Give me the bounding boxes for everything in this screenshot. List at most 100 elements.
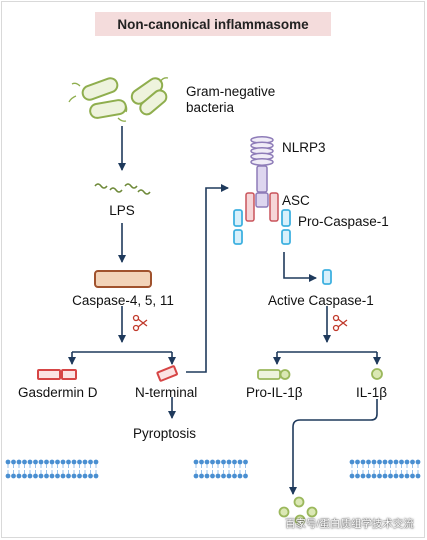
lipid-head — [215, 473, 221, 479]
lipid-head — [193, 459, 199, 465]
lipid-head — [44, 459, 49, 465]
lipid-head — [399, 459, 404, 465]
lipid-head — [204, 459, 210, 465]
lipid-head — [410, 459, 415, 465]
label-asc: ASC — [282, 193, 310, 208]
lipid-head — [243, 473, 248, 479]
lipid-head — [371, 459, 377, 465]
lipid-head — [60, 459, 66, 465]
il-1b-icon — [371, 368, 383, 380]
lipid-head — [366, 473, 371, 479]
lipid-head — [88, 459, 93, 465]
lipid-head — [226, 459, 232, 465]
label-lps: LPS — [109, 203, 135, 218]
lipid-head — [22, 459, 27, 465]
lipid-head — [60, 473, 66, 479]
lipid-head — [388, 459, 393, 465]
asc-center — [255, 192, 269, 208]
lipid-head — [55, 459, 60, 465]
lipid-head — [232, 459, 237, 465]
nlrp3-icon — [250, 136, 274, 166]
lipid-head — [382, 459, 388, 465]
lipid-head — [221, 473, 226, 479]
lipid-head — [66, 473, 71, 479]
cell-membrane — [5, 459, 421, 479]
label-pro-caspase-1: Pro-Caspase-1 — [298, 214, 389, 229]
lipid-head — [49, 473, 55, 479]
lipid-head — [11, 459, 16, 465]
lipid-head — [237, 459, 243, 465]
lipid-head — [71, 459, 77, 465]
lipid-head — [393, 459, 399, 465]
lipid-head — [204, 473, 210, 479]
secreted-il-1b-icon — [278, 496, 318, 526]
lipid-head — [415, 473, 421, 479]
lipid-head — [404, 473, 410, 479]
lipid-head — [11, 473, 16, 479]
lipid-head — [355, 459, 360, 465]
lipid-head — [349, 459, 355, 465]
lipid-head — [243, 459, 248, 465]
lipid-head — [77, 473, 82, 479]
lipid-head — [38, 459, 44, 465]
lipid-head — [388, 473, 393, 479]
label-gram-negative-bacteria: Gram-negative bacteria — [186, 84, 276, 115]
gasdermin-d-icon — [37, 369, 77, 380]
pro-il-1b-icon — [257, 369, 291, 380]
lipid-head — [415, 459, 421, 465]
asc-icon — [245, 192, 279, 222]
lipid-head — [215, 459, 221, 465]
lipid-head — [377, 473, 382, 479]
nlrp3-stem — [256, 165, 268, 193]
lipid-head — [5, 459, 11, 465]
watermark: 百家号/蛋白质组学技术交流 — [285, 518, 414, 530]
lipid-head — [382, 473, 388, 479]
lipid-head — [33, 473, 38, 479]
label-caspase-4-5-11: Caspase-4, 5, 11 — [72, 293, 174, 308]
lipid-head — [82, 459, 88, 465]
lipid-head — [27, 473, 33, 479]
lipid-head — [93, 473, 99, 479]
label-nlrp3: NLRP3 — [282, 140, 326, 155]
diagram-title-text: Non-canonical inflammasome — [117, 16, 309, 32]
lipid-head — [360, 473, 366, 479]
lipid-head — [237, 473, 243, 479]
lipid-head — [199, 473, 204, 479]
label-pyroptosis: Pyroptosis — [133, 426, 197, 441]
caspase-4-5-11-icon — [94, 270, 152, 288]
diagram-title: Non-canonical inflammasome — [95, 12, 331, 36]
lipid-head — [22, 473, 27, 479]
lipid-head — [16, 459, 22, 465]
lipid-head — [404, 459, 410, 465]
lipid-head — [16, 473, 22, 479]
lipid-head — [210, 473, 215, 479]
lipid-head — [226, 473, 232, 479]
lipid-head — [5, 473, 11, 479]
lipid-head — [71, 473, 77, 479]
lps-icon — [94, 183, 151, 195]
lipid-head — [393, 473, 399, 479]
lipid-head — [49, 459, 55, 465]
label-il-1b: IL-1β — [356, 385, 388, 400]
lipid-head — [371, 473, 377, 479]
lipid-head — [232, 473, 237, 479]
pro-caspase-1-icon — [233, 209, 291, 245]
lipid-head — [349, 473, 355, 479]
lipid-head — [93, 459, 99, 465]
lipid-head — [410, 473, 415, 479]
lipid-head — [355, 473, 360, 479]
lipid-head — [221, 459, 226, 465]
scissors-icon — [332, 314, 348, 332]
lipid-head — [55, 473, 60, 479]
gram-negative-bacteria-icon — [68, 77, 169, 122]
lipid-head — [66, 459, 71, 465]
lipid-head — [210, 459, 215, 465]
lipid-head — [360, 459, 366, 465]
label-gasdermin-d: Gasdermin D — [18, 385, 98, 400]
lipid-head — [88, 473, 93, 479]
lipid-head — [77, 459, 82, 465]
lipid-head — [199, 459, 204, 465]
lipid-head — [193, 473, 199, 479]
